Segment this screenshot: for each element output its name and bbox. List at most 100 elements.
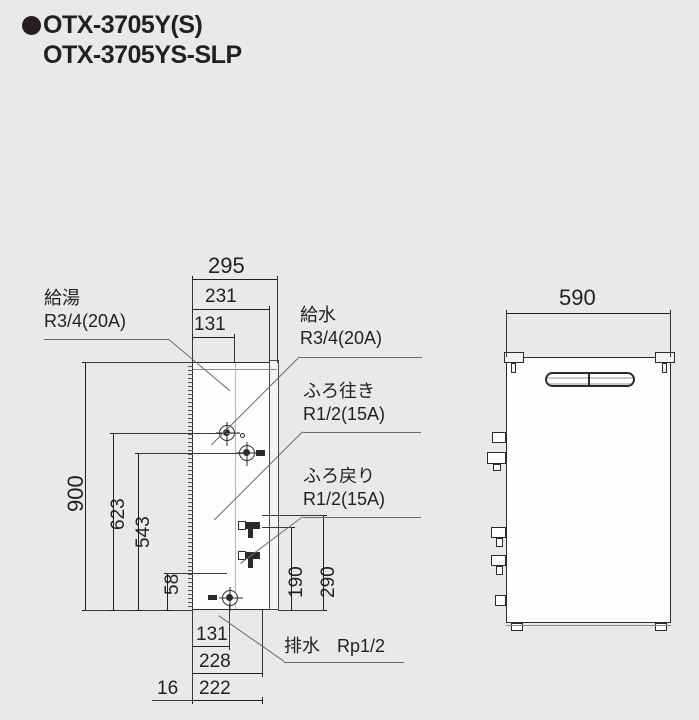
ext-line-131b-right [229,604,230,646]
unit-side-body [506,357,671,623]
dim-tick-131b-right [229,643,230,650]
ext-line-590-left [506,313,507,357]
callout-water-supply-name: 給水 [300,305,336,325]
ext-line-543-top [138,453,243,454]
mount-hook-right-stem [662,363,667,373]
ext-line-231-right [269,309,270,363]
dim-line-590 [506,313,671,314]
ext-line-131-right [234,337,235,363]
callout-drain-underline [284,662,404,663]
callout-hot-water-name: 給湯 [44,288,80,308]
callout-hot-water-leader-tip [226,433,240,434]
dim-line-623 [113,433,114,610]
dim-line-290 [323,515,324,610]
callout-drain-spec: Rp1/2 [337,636,386,656]
dim-label-228: 228 [199,651,231,672]
dim-label-16: 16 [157,678,179,699]
callout-bath-outlet-spec: R1/2(15A) [303,404,386,424]
callout-hot-water-spec: R3/4(20A) [44,311,127,331]
dim-tick-623-bottom [110,610,117,611]
dim-label-231: 231 [205,286,237,307]
callout-bath-outlet-name: ふろ往き [303,381,375,401]
model-name-secondary: OTX-3705YS-SLP [43,41,242,69]
dim-tick-131-left [192,334,193,341]
dim-label-900: 900 [63,475,88,512]
dim-tick-228-right [262,670,263,677]
ext-line-290-bottom [278,610,324,611]
dim-tick-222-left [192,697,193,704]
bullet-icon [22,15,41,35]
dim-line-131-bottom [192,646,230,647]
dim-label-543: 543 [133,516,154,548]
mount-hook-right [655,352,675,363]
dim-line-222 [192,700,263,701]
dim-line-228 [192,673,263,674]
side-foot-right [655,623,667,631]
ext-line-222-left [192,610,193,700]
callout-bath-return-name: ふろ戻り [303,466,375,486]
product-title-line-1: OTX-3705Y(S) [22,10,242,40]
side-foot-left [511,623,523,631]
dim-line-131-top [192,337,235,338]
side-stub-bath-return-drop [496,566,503,575]
dim-line-295 [192,279,278,280]
mount-hook-left [504,352,524,363]
dim-label-290: 290 [318,566,339,598]
side-base-line [506,625,671,626]
side-stub-water-supply [487,452,506,464]
callout-bath-return-underline [303,517,421,518]
port-drain-nub [208,595,217,600]
mount-hook-left-stem [511,363,516,373]
dim-tick-290-top [320,515,327,516]
port-water-supply-center [243,449,250,456]
ext-line-295-left [192,279,193,363]
dim-line-543 [138,453,139,610]
port-bath-return [238,551,246,560]
dim-label-131-top: 131 [194,314,226,335]
callout-water-supply-spec: R3/4(20A) [300,328,383,348]
port-water-supply-nub [256,450,265,456]
dim-label-623: 623 [108,498,129,530]
dim-tick-58-bottom [164,610,171,611]
unit-front-side-strip [269,360,279,610]
dim-line-16 [152,700,192,701]
callout-drain-text: 排水 Rp1/2 [284,636,385,657]
wall-hatch [188,362,193,610]
dim-tick-190-top [288,527,295,528]
ext-line-228-right [262,610,263,673]
dim-line-190 [291,527,292,610]
dim-label-222: 222 [199,678,231,699]
port-bath-outlet-nub [246,522,260,529]
body-center-line [235,363,236,609]
dim-tick-222-right [262,697,263,704]
port-bath-outlet-stem [248,529,253,538]
front-panel-louver [545,372,635,387]
model-name-primary: OTX-3705Y(S) [43,11,203,39]
callout-hot-water-underline [44,339,169,340]
ext-line-58-top [167,573,227,574]
port-bath-return-nub [246,552,260,559]
dim-tick-231-left [192,306,193,313]
side-stub-bath-outlet-drop [496,538,503,547]
port-bath-outlet [238,521,246,530]
callout-bath-outlet-underline [303,432,421,433]
side-stub-bath-outlet [491,527,506,538]
side-stub-hot-water [492,432,506,443]
dim-label-58: 58 [162,573,183,595]
dim-label-590: 590 [559,285,596,310]
ext-line-623-top [113,433,223,434]
side-stub-bath-return [491,555,506,566]
port-drain-center [226,594,233,601]
port-hot-water-center [223,429,230,436]
dim-line-231 [192,309,270,310]
dim-label-190: 190 [286,566,307,598]
ext-line-190-top [262,527,291,528]
callout-bath-return-spec: R1/2(15A) [303,489,386,509]
dim-line-900 [85,362,86,610]
dim-line-58 [167,573,168,610]
front-panel-louver-split [588,374,590,385]
ext-line-900-top [85,362,193,363]
callout-drain-name: 排水 [284,636,320,656]
callout-water-supply-underline [300,357,422,358]
